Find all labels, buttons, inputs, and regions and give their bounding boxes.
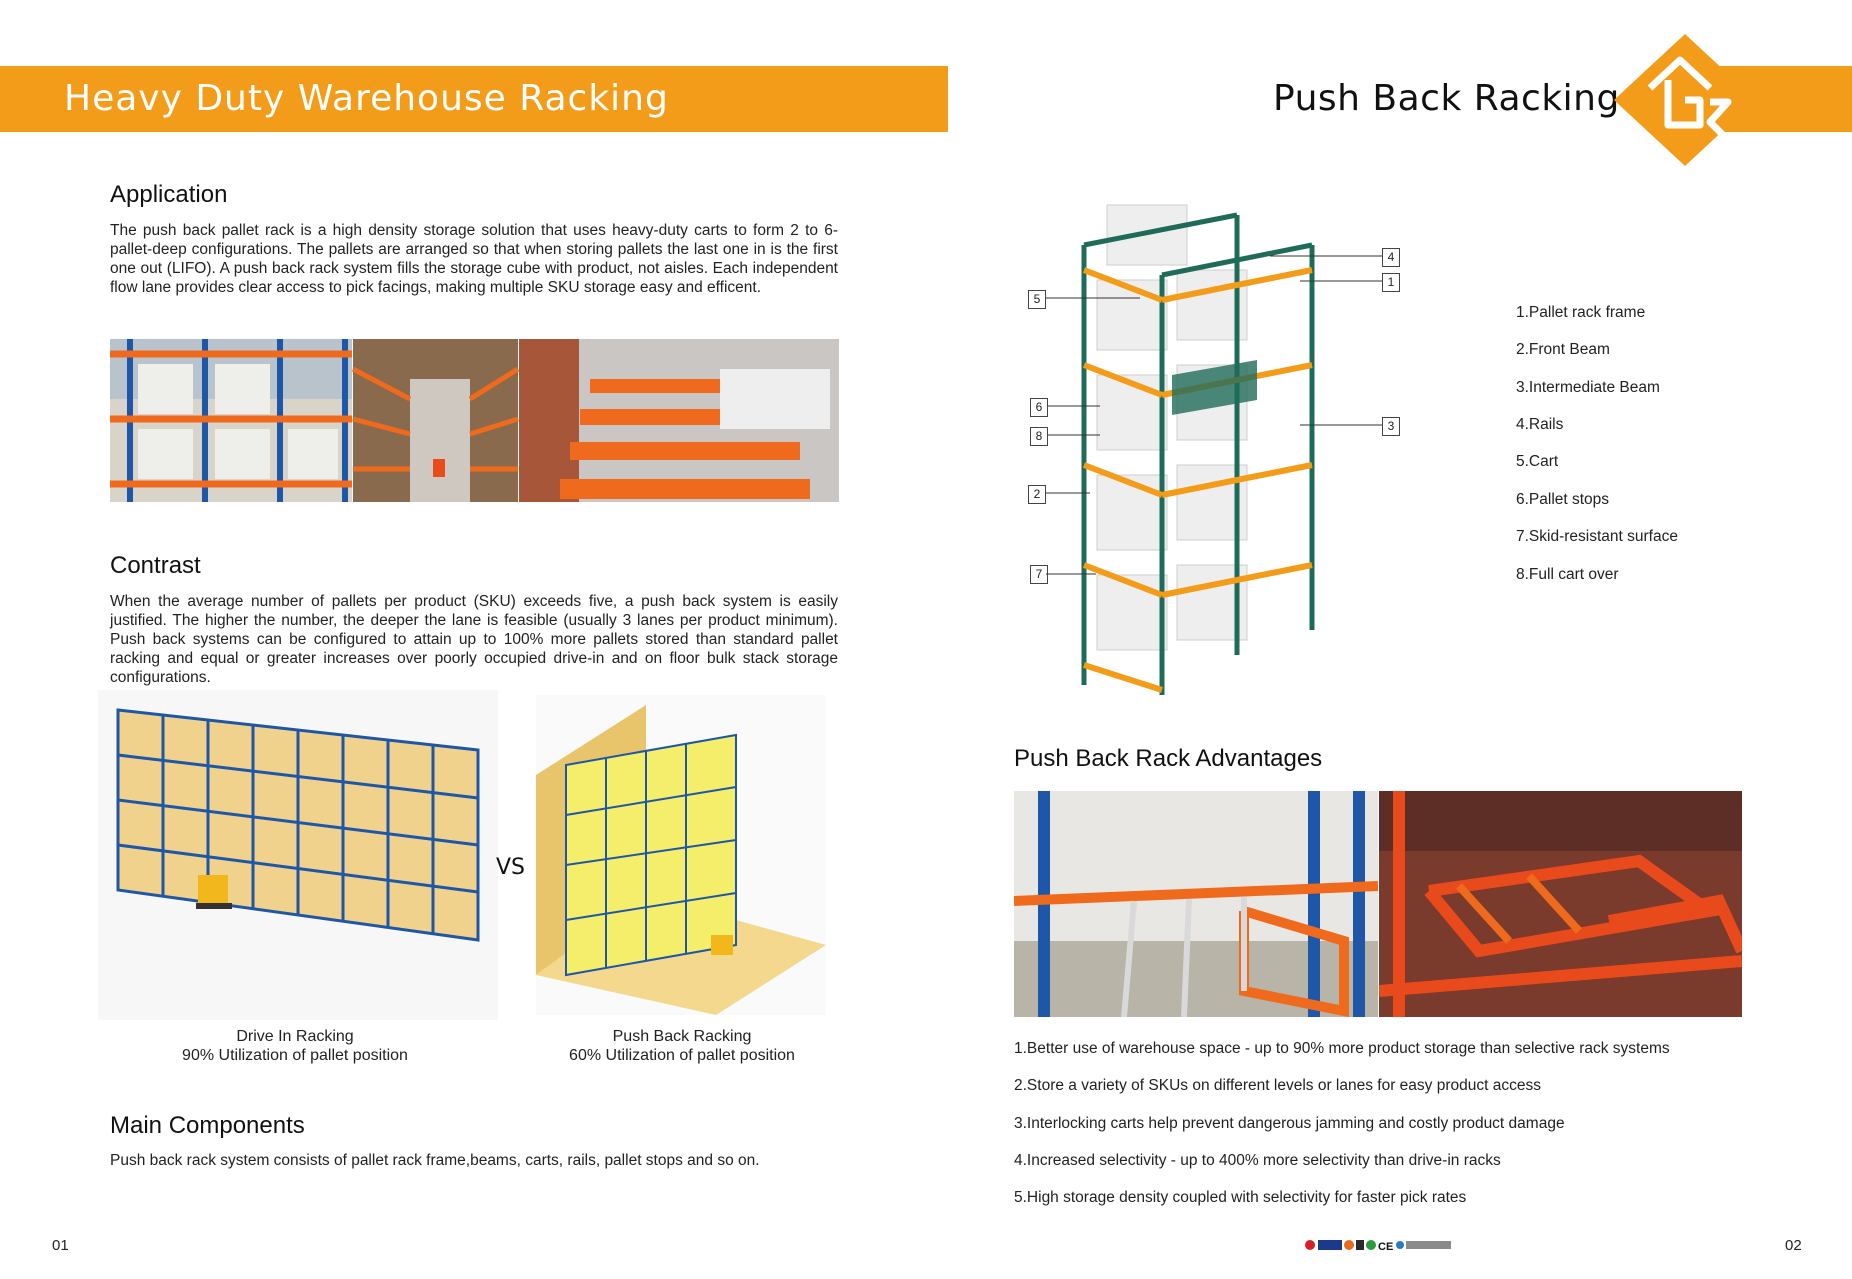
application-photo-strip — [110, 339, 839, 502]
callout-4: 4 — [1382, 248, 1400, 267]
brand-logo-icon — [1610, 30, 1760, 170]
legend-item: 5.Cart — [1516, 453, 1559, 470]
callout-8: 8 — [1030, 427, 1048, 446]
right-page-title: Push Back Racking — [1273, 78, 1620, 119]
contrast-heading: Contrast — [110, 552, 201, 579]
contrast-text: When the average number of pallets per p… — [110, 593, 838, 686]
legend-item: 4.Rails — [1516, 416, 1564, 433]
legend-item: 1.Pallet rack frame — [1516, 304, 1646, 321]
push-back-caption: Push Back Racking 60% Utilization of pal… — [532, 1027, 832, 1065]
application-text: The push back pallet rack is a high dens… — [110, 222, 838, 296]
push-back-rack-diagram — [1012, 185, 1432, 695]
advantage-item: 4.Increased selectivity - up to 400% mor… — [1014, 1152, 1501, 1169]
callout-6: 6 — [1030, 398, 1048, 417]
callout-leader-line-7 — [1046, 573, 1096, 575]
cert-logos-icon: CE — [1304, 1238, 1454, 1252]
left-page-number: 01 — [52, 1237, 69, 1254]
advantages-photo-left — [1014, 791, 1378, 1017]
advantages-photo-right — [1379, 791, 1742, 1017]
advantage-item: 3.Interlocking carts help prevent danger… — [1014, 1115, 1565, 1132]
push-back-caption-title: Push Back Racking — [612, 1028, 752, 1045]
callout-1: 1 — [1382, 273, 1400, 292]
drive-in-caption-title: Drive In Racking — [236, 1028, 354, 1045]
left-header-band — [0, 66, 948, 132]
callout-7: 7 — [1030, 565, 1048, 584]
legend-item: 8.Full cart over — [1516, 566, 1619, 583]
advantage-item: 1.Better use of warehouse space - up to … — [1014, 1040, 1670, 1057]
legend-item: 2.Front Beam — [1516, 341, 1610, 358]
right-page-number: 02 — [1785, 1237, 1802, 1254]
callout-3: 3 — [1382, 417, 1400, 436]
application-heading: Application — [110, 181, 228, 208]
main-components-text: Push back rack system consists of pallet… — [110, 1152, 760, 1169]
callout-5: 5 — [1028, 290, 1046, 309]
callout-leader-lines — [1046, 255, 1382, 494]
push-back-caption-sub: 60% Utilization of pallet position — [569, 1047, 795, 1064]
left-page-title: Heavy Duty Warehouse Racking — [64, 78, 669, 119]
callout-2: 2 — [1028, 485, 1046, 504]
push-back-racking-illustration — [536, 695, 826, 1015]
main-components-heading: Main Components — [110, 1112, 305, 1139]
advantage-item: 2.Store a variety of SKUs on different l… — [1014, 1077, 1541, 1094]
legend-item: 7.Skid-resistant surface — [1516, 528, 1678, 545]
legend-item: 6.Pallet stops — [1516, 491, 1610, 508]
drive-in-racking-illustration — [98, 690, 498, 1020]
vs-label: VS — [496, 855, 526, 880]
svg-text:CE: CE — [1378, 1241, 1393, 1252]
advantage-item: 5.High storage density coupled with sele… — [1014, 1189, 1467, 1206]
drive-in-caption: Drive In Racking 90% Utilization of pall… — [145, 1027, 445, 1065]
legend-item: 3.Intermediate Beam — [1516, 379, 1660, 396]
drive-in-caption-sub: 90% Utilization of pallet position — [182, 1047, 408, 1064]
advantages-heading: Push Back Rack Advantages — [1014, 745, 1323, 772]
